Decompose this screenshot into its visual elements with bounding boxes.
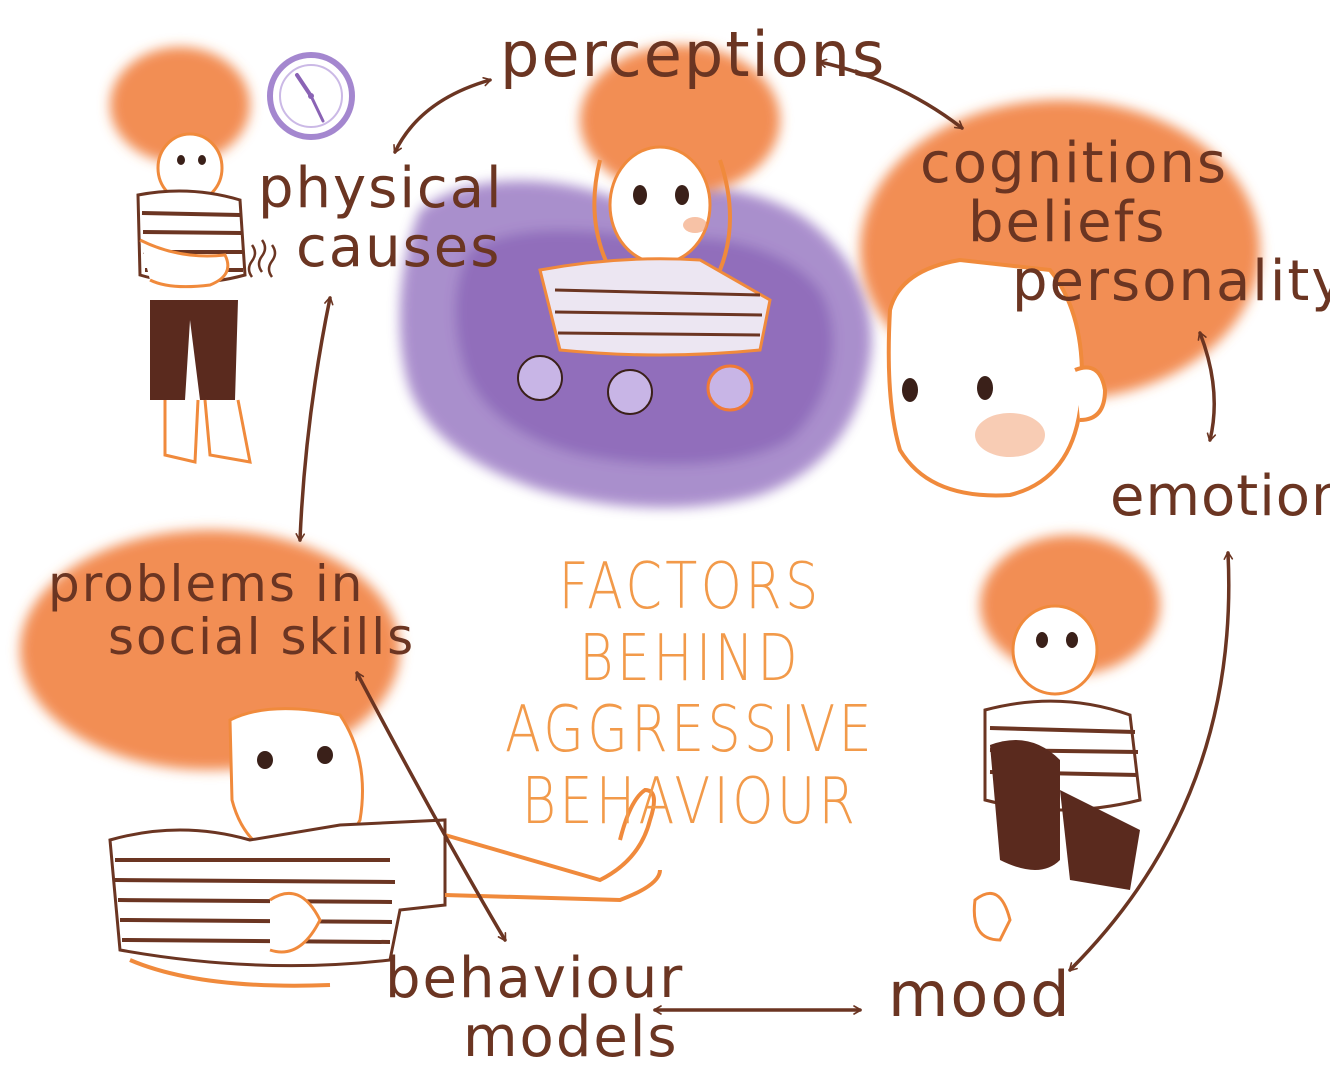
arrow-physical-social — [295, 296, 334, 542]
label-cognitions: cognitions — [920, 131, 1229, 196]
child-physical-causes-illustration — [110, 47, 277, 464]
relationship-arrows — [295, 58, 1234, 1015]
child-mood-illustration — [972, 535, 1160, 942]
arrow-emotions-mood — [1068, 551, 1234, 972]
label-cognitions-group: cognitions beliefs personality — [920, 131, 1330, 314]
label-social-skills: social skills — [108, 607, 416, 666]
arrow-cognitions-emotions — [1197, 331, 1217, 442]
label-social-skills-group: problems in social skills — [48, 558, 415, 663]
label-physical-causes: physical causes — [258, 156, 504, 280]
child-cognitions-illustration — [860, 100, 1260, 498]
label-models: models — [463, 1004, 679, 1070]
label-causes-line: causes — [296, 214, 502, 280]
label-mood: mood — [888, 958, 1072, 1031]
label-behaviour-models-group: behaviour models — [385, 946, 685, 1070]
label-personality: personality — [1012, 248, 1330, 314]
arrow-social-behaviour — [355, 671, 507, 942]
arrow-perceptions-cognitions — [818, 58, 964, 130]
diagram-title: FACTORS BEHIND AGGRESSIVE BEHAVIOUR — [477, 550, 903, 840]
arrow-physical-perceptions — [393, 77, 492, 154]
title-line-2: AGGRESSIVE — [505, 693, 875, 768]
title-line-1: FACTORS BEHIND — [558, 550, 822, 696]
label-physical-line: physical — [258, 156, 504, 221]
label-perceptions: perceptions — [500, 18, 887, 91]
label-emotions: emotions — [1110, 464, 1330, 529]
label-beliefs: beliefs — [968, 189, 1167, 255]
clock-icon — [267, 52, 355, 140]
label-behaviour: behaviour — [385, 946, 685, 1011]
label-problems-in: problems in — [48, 555, 365, 613]
child-center-illustration — [517, 45, 780, 415]
title-line-3: BEHAVIOUR — [521, 765, 859, 840]
